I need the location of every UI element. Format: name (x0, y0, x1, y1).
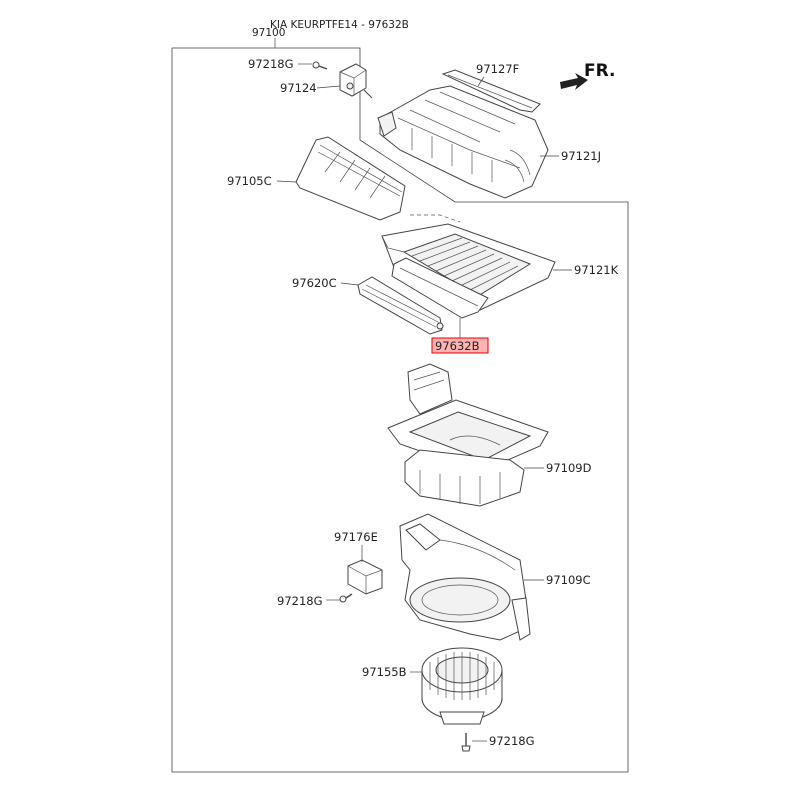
leader-97620C (340, 282, 359, 286)
label-97109D: 97109D (546, 461, 592, 475)
upper-case-97109D (387, 363, 549, 507)
screw-mid (339, 593, 353, 603)
lower-case-97109C (399, 513, 531, 641)
label-97218G-mid: 97218G (277, 594, 323, 608)
label-97105C: 97105C (227, 174, 272, 188)
screw-top (312, 61, 328, 70)
label-97176E: 97176E (334, 530, 378, 544)
guide-dashed (410, 214, 461, 223)
leader-97124 (316, 85, 341, 89)
label-97620C: 97620C (292, 276, 337, 290)
label-97155B: 97155B (362, 665, 407, 679)
intake-housing-97121J (377, 85, 549, 199)
label-97218G-bottom: 97218G (489, 734, 535, 748)
label-97632B[interactable]: 97632B (435, 339, 480, 353)
screw-bottom (461, 733, 471, 752)
filter-cover-97105C (295, 136, 406, 221)
label-97121K: 97121K (574, 263, 619, 277)
assembly-frame (171, 47, 629, 773)
label-97124: 97124 (280, 81, 317, 95)
diagram-title: KIA KEURPTFE14 - 97632B (270, 19, 409, 31)
label-97121J: 97121J (561, 149, 601, 163)
blower-motor-97155B (421, 647, 503, 725)
label-97218G-top: 97218G (248, 57, 294, 71)
actuator-97124 (339, 63, 373, 99)
filter-97620C (357, 276, 444, 335)
label-97109C: 97109C (546, 573, 591, 587)
cover-97127F (441, 69, 541, 113)
resistor-97176E (347, 559, 383, 595)
leader-97127F (477, 76, 485, 87)
highlight-box-97632B (431, 337, 489, 354)
front-direction-arrow: FR. (560, 61, 615, 90)
assembly-number: 97100 (252, 27, 285, 39)
front-label: FR. (584, 61, 615, 81)
label-97127F: 97127F (476, 62, 519, 76)
leader-97105C (276, 180, 297, 183)
filter-97632B (391, 257, 489, 319)
